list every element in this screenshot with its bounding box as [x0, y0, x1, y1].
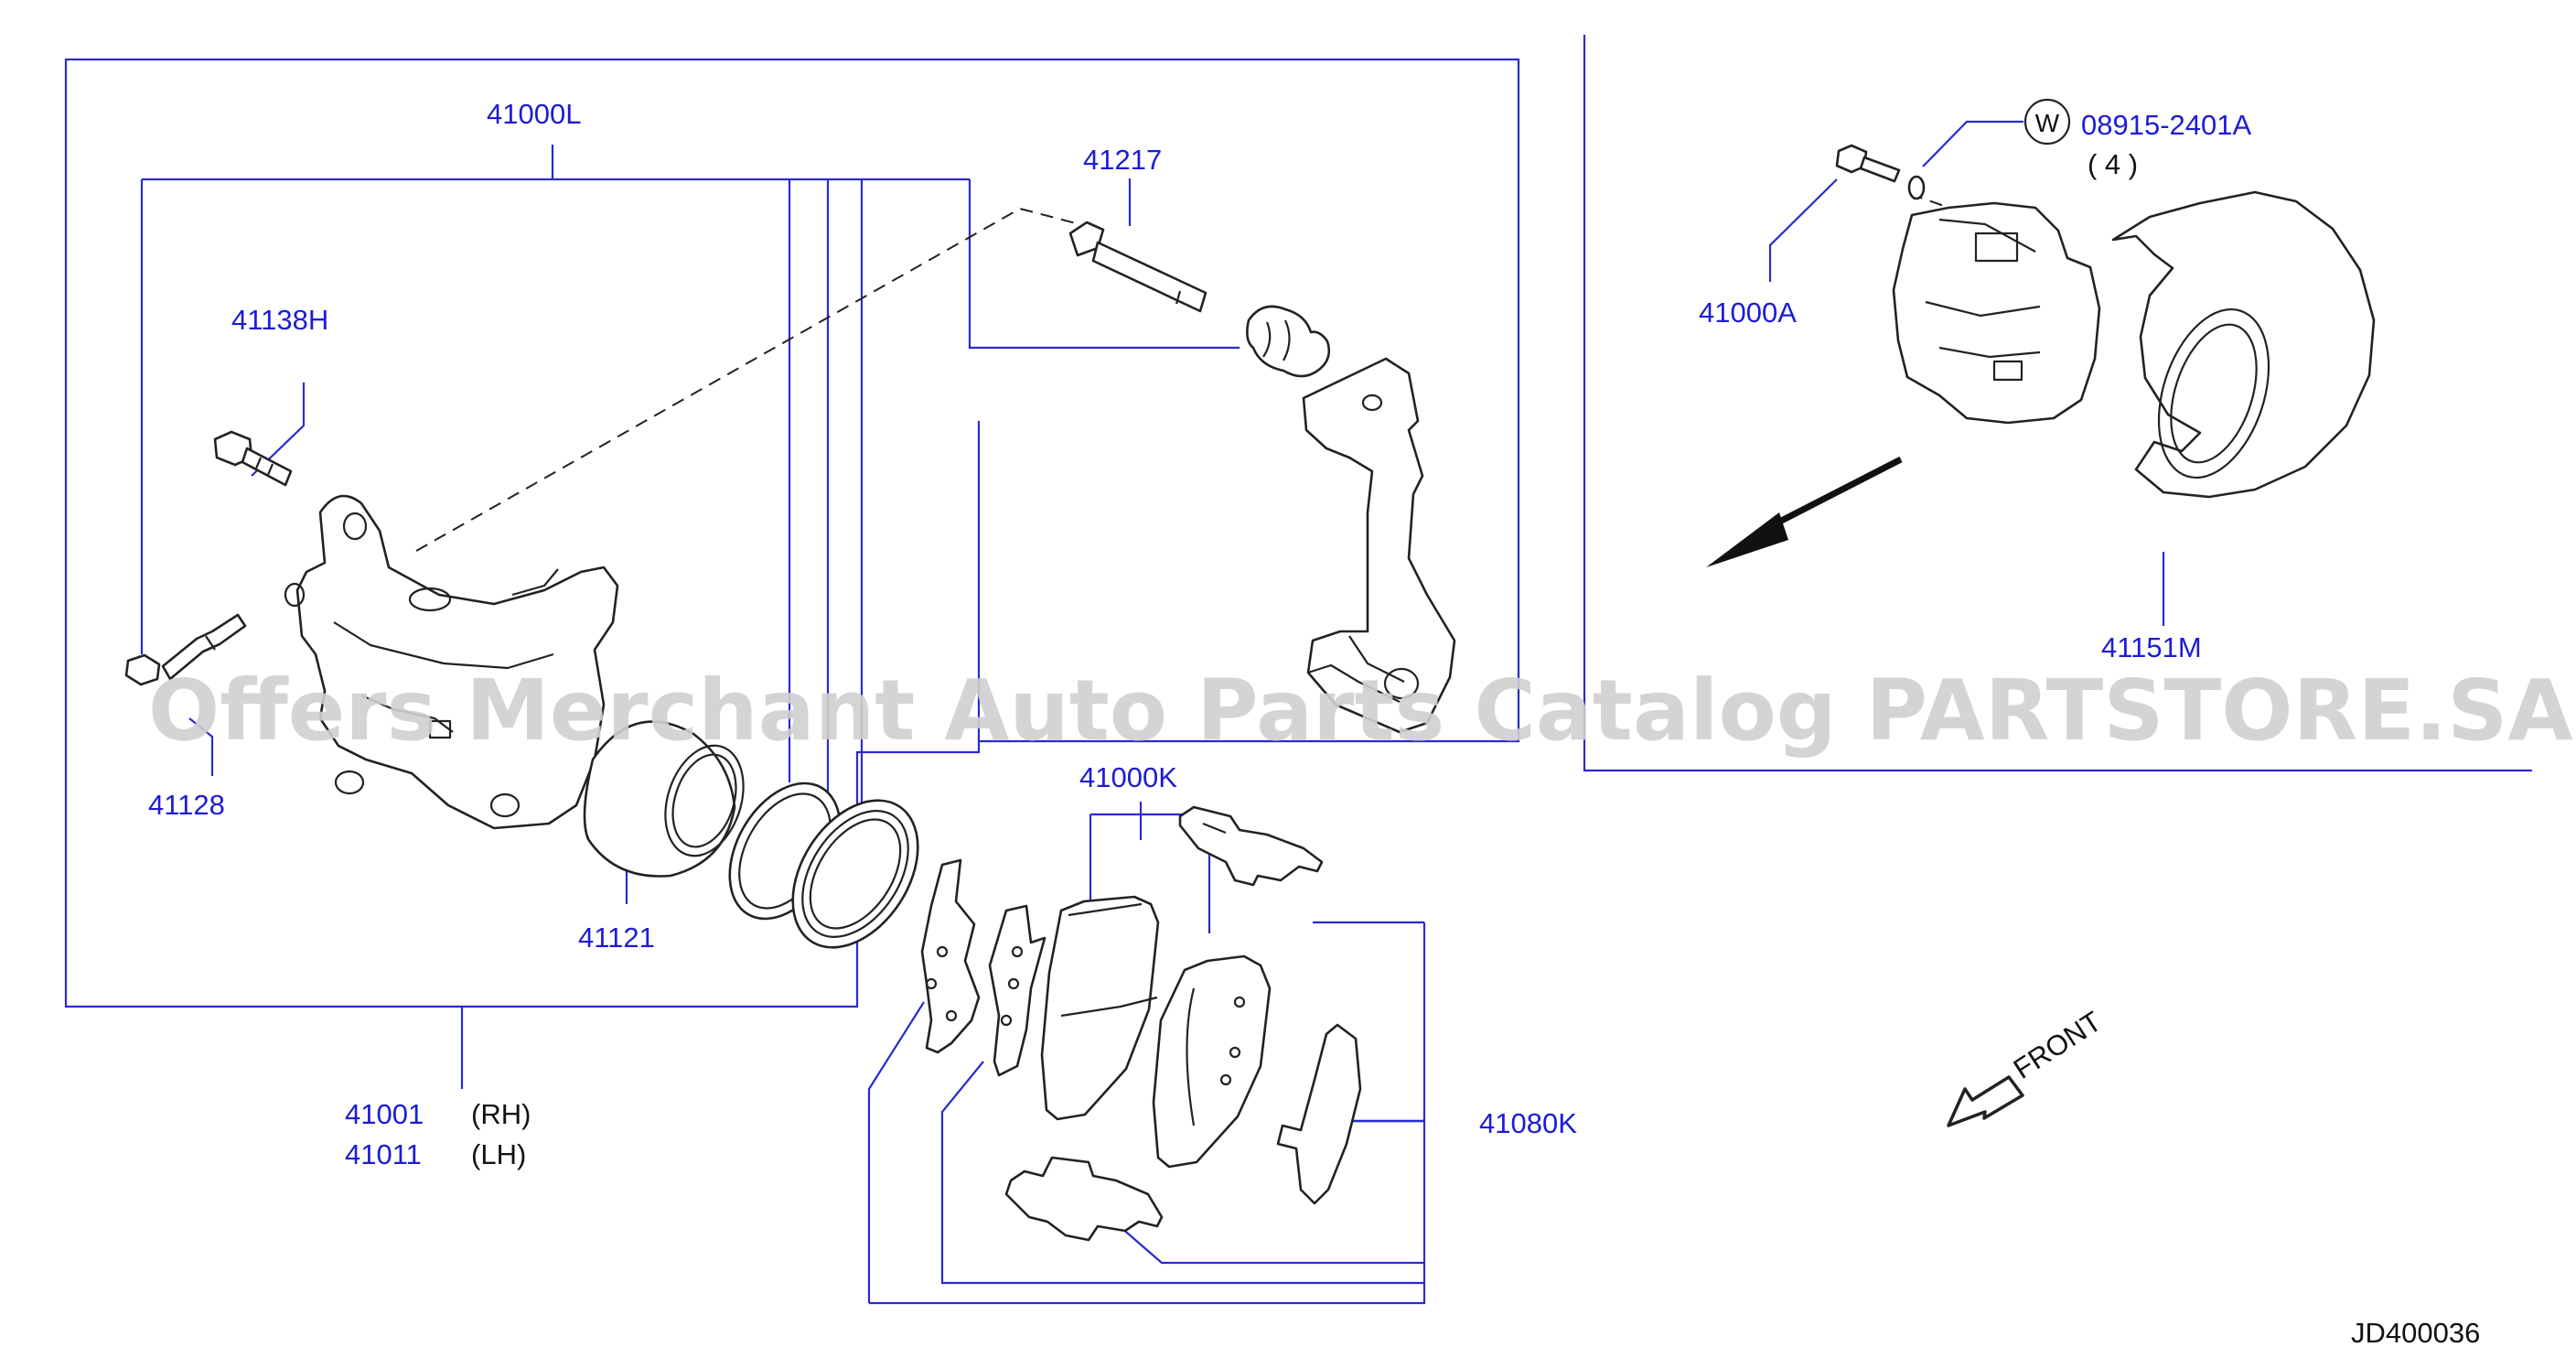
washer-symbol: W: [2035, 109, 2060, 137]
caliper-assembly-rear: [1892, 201, 2101, 425]
label-08915-2401A[interactable]: 08915-2401A: [2081, 109, 2251, 141]
pad-clip-upper: [1178, 805, 1324, 887]
front-label: FRONT: [2008, 1005, 2108, 1085]
label-41121[interactable]: 41121: [578, 922, 655, 954]
dust-shield: [2111, 190, 2376, 499]
pin-boot: [1246, 305, 1331, 378]
bleeder-screw: [124, 613, 247, 686]
label-41011[interactable]: 41011: [345, 1138, 422, 1170]
label-41000K[interactable]: 41000K: [1079, 761, 1177, 793]
label-41000A[interactable]: 41000A: [1699, 296, 1797, 329]
label-41151M[interactable]: 41151M: [2101, 631, 2202, 663]
caliper-bolt: [213, 430, 293, 487]
caliper-body: [284, 494, 619, 830]
washer: [1907, 175, 1926, 200]
piston-boot: [791, 799, 919, 949]
pad-shim-right: [1276, 1023, 1362, 1205]
label-41011-side: (LH): [471, 1138, 526, 1170]
diagram-code: JD400036: [2351, 1317, 2480, 1349]
piston: [583, 720, 745, 878]
quantity-label: ( 4 ): [2088, 148, 2138, 180]
front-arrow-icon: [1947, 1075, 2024, 1127]
label-41217[interactable]: 41217: [1083, 144, 1162, 176]
brake-pad-outer: [1040, 895, 1160, 1121]
rear-view-frame: [1583, 35, 2532, 772]
label-41080K[interactable]: 41080K: [1479, 1107, 1577, 1139]
pad-clip-lower: [1004, 1156, 1164, 1242]
guide-pin: [1068, 221, 1208, 313]
brake-pad-inner: [1152, 954, 1272, 1169]
caliper-assembly-frame: [64, 58, 1520, 1008]
mounting-direction-arrow: [1706, 456, 1903, 567]
label-41001[interactable]: 41001: [345, 1098, 424, 1130]
caliper-bracket: [1302, 357, 1456, 734]
label-41128[interactable]: 41128: [148, 789, 225, 821]
alignment-dash: [415, 193, 2031, 552]
label-41138H[interactable]: 41138H: [231, 304, 328, 336]
washer-callout: W: [2023, 98, 2071, 146]
label-41000L[interactable]: 41000L: [487, 98, 581, 130]
pad-kit-frame: [869, 921, 1426, 1305]
leader-lines: [140, 120, 2165, 1303]
label-41001-side: (RH): [471, 1098, 531, 1130]
caliper-bolt-rear: [1835, 144, 1901, 183]
pad-shim-inner: [988, 904, 1046, 1077]
watermark: Offers Merchant Auto Parts Catalog PARTS…: [148, 662, 2573, 760]
pad-shim-left: [920, 858, 981, 1054]
